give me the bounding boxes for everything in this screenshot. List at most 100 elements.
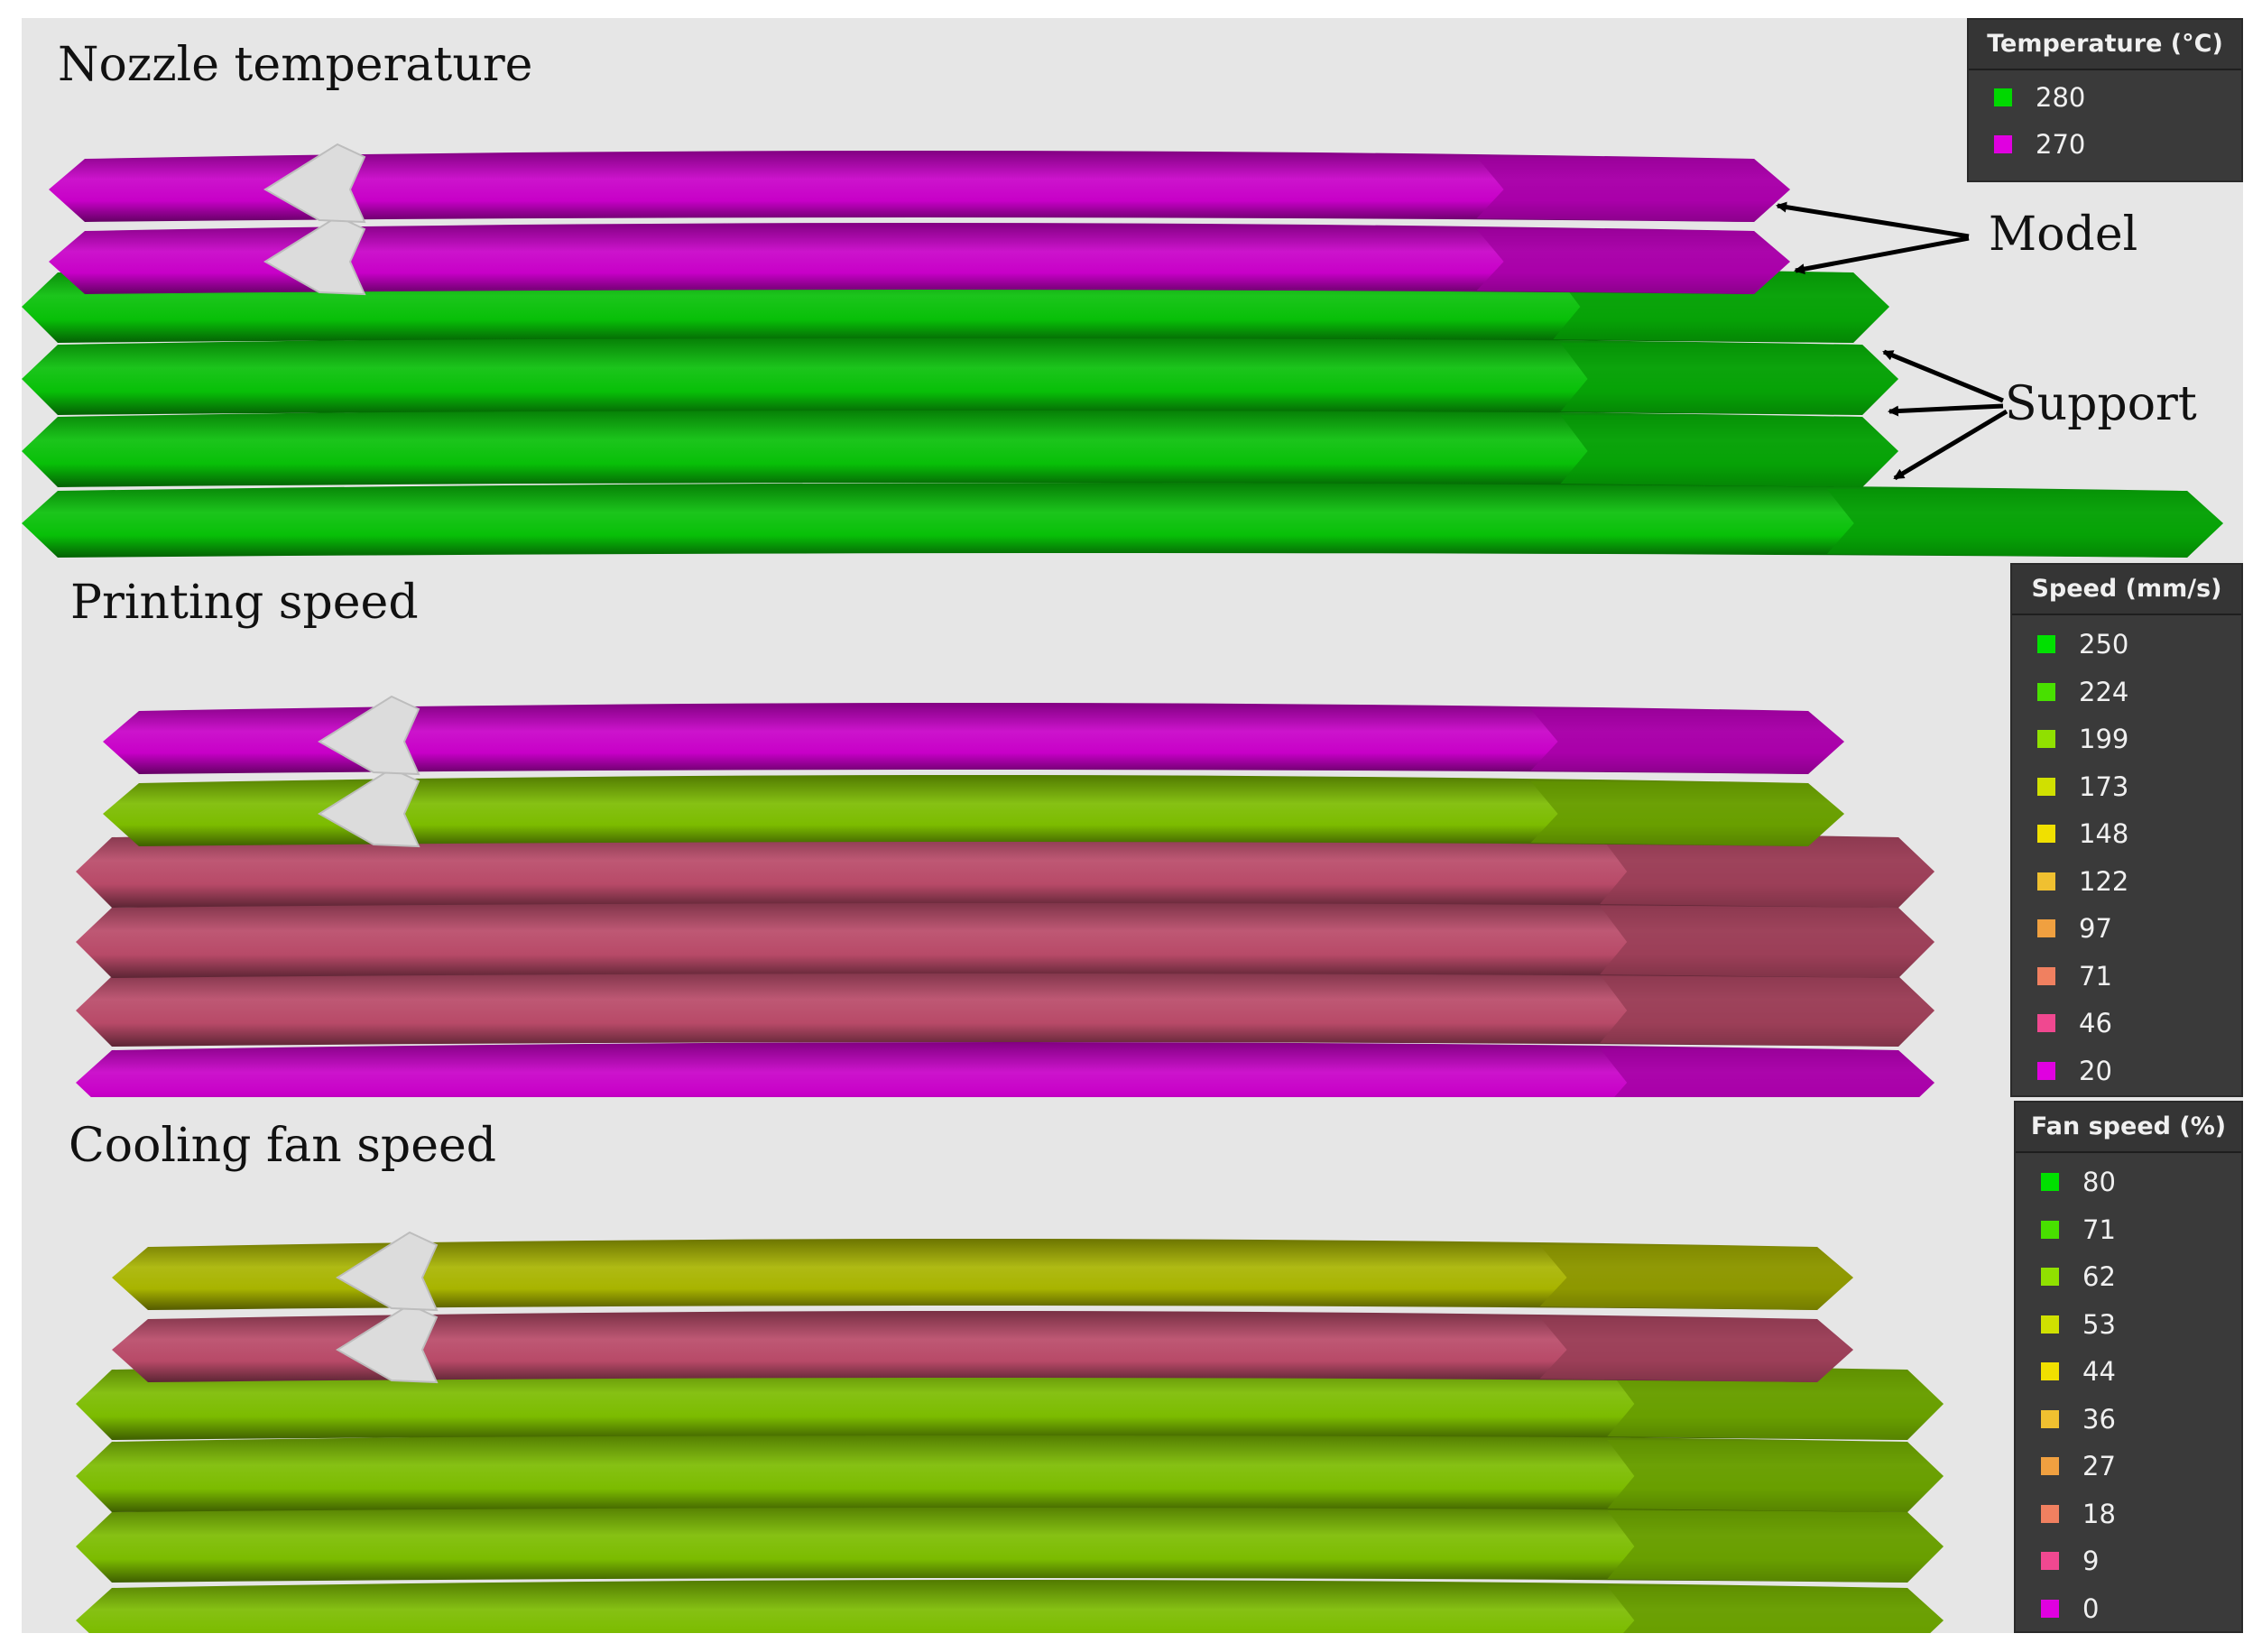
- legend-swatch: [1994, 135, 2012, 153]
- panel-title: Printing speed: [70, 576, 419, 630]
- legend-header: Fan speed (%): [2016, 1103, 2241, 1153]
- arrow-line: [1776, 201, 1970, 239]
- layer-strand: [76, 968, 1934, 1047]
- legend-swatch: [2041, 1268, 2059, 1286]
- layer-strand: [76, 1434, 1943, 1512]
- layer-strand-tail: [1530, 781, 1844, 846]
- seam-marker: [318, 695, 420, 776]
- layer-strand-tail: [1560, 343, 1898, 415]
- legend-item: 280: [1994, 79, 2085, 115]
- layer-strand-tail: [1539, 1245, 1853, 1310]
- legend-swatch: [2041, 1552, 2059, 1570]
- legend-item: 71: [2037, 958, 2112, 994]
- legend-swatch: [2037, 682, 2055, 701]
- layer-strand: [76, 1580, 1943, 1633]
- callout-support: Support: [2005, 377, 2197, 431]
- legend-swatch: [2041, 1173, 2059, 1191]
- legend-swatch: [2041, 1457, 2059, 1475]
- legend-item: 53: [2041, 1306, 2116, 1343]
- layer-strand: [76, 1361, 1943, 1440]
- layer-stack-fan: [76, 1231, 1943, 1633]
- legend-swatch: [2041, 1504, 2059, 1523]
- arrow-line: [1794, 235, 1970, 275]
- legend-item: 270: [1994, 126, 2085, 162]
- legend-swatch: [2041, 1362, 2059, 1380]
- legend-swatch: [2041, 1220, 2059, 1239]
- layer-strand-tail: [1600, 835, 1934, 908]
- legend-item: 18: [2041, 1496, 2116, 1532]
- legend-item: 250: [2037, 626, 2128, 662]
- legend-item: 62: [2041, 1259, 2116, 1295]
- legend-item: 173: [2037, 769, 2128, 805]
- panel-nozzle-temperature: Nozzle temperature Temperature (°C) 280 …: [22, 18, 2243, 559]
- panel-cooling-fan-speed: Cooling fan speed Fan speed (%) 80 71 62 53…: [22, 1097, 2243, 1633]
- legend-item: 80: [2041, 1164, 2116, 1200]
- legend-item: 0: [2041, 1591, 2099, 1627]
- legend-swatch: [2037, 730, 2055, 748]
- legend-item: 27: [2041, 1448, 2116, 1484]
- layer-strand: [103, 775, 1844, 846]
- callout-arrows: [1776, 201, 2008, 481]
- layer-stack-nozzle: [22, 143, 2223, 558]
- legend-swatch: [2037, 825, 2055, 843]
- layer-strand: [49, 151, 1790, 222]
- layer-strand-tail: [1539, 1317, 1853, 1382]
- legend-item: 71: [2041, 1212, 2116, 1248]
- legend-temperature: Temperature (°C) 280 270: [1967, 18, 2243, 182]
- layer-strand: [76, 829, 1934, 908]
- layer-strand-tail: [1530, 709, 1844, 774]
- legend-item: 199: [2037, 721, 2128, 757]
- panel-title: Cooling fan speed: [69, 1119, 497, 1173]
- layer-strand: [22, 483, 2223, 558]
- legend-item: 20: [2037, 1053, 2112, 1089]
- layer-strand-tail: [1560, 415, 1898, 487]
- legend-item: 97: [2037, 910, 2112, 946]
- layer-strand: [112, 1239, 1853, 1310]
- layer-strand-tail: [1607, 1440, 1943, 1512]
- legend-swatch: [2037, 1014, 2055, 1032]
- callout-model: Model: [1989, 208, 2138, 262]
- legend-swatch: [2041, 1599, 2059, 1618]
- legend-header: Temperature (°C): [1969, 20, 2241, 70]
- layer-strand: [112, 1311, 1853, 1382]
- seam-marker: [263, 143, 366, 224]
- legend-swatch: [1994, 88, 2012, 106]
- layer-strand: [76, 1042, 1934, 1097]
- layer-strand-tail: [1476, 229, 1790, 294]
- legend-item: 148: [2037, 816, 2128, 852]
- layer-strand-tail: [1826, 489, 2223, 558]
- legend-swatch: [2037, 1061, 2055, 1080]
- legend-item: 44: [2041, 1353, 2116, 1389]
- seam-marker: [336, 1231, 439, 1312]
- layer-strand: [22, 337, 1898, 415]
- panel-title: Nozzle temperature: [58, 38, 533, 92]
- layer-strand-tail: [1476, 157, 1790, 222]
- layer-strand: [22, 409, 1898, 487]
- arrow-line: [1882, 349, 2004, 403]
- layer-strand-tail: [1600, 906, 1934, 978]
- layer-strand: [76, 900, 1934, 978]
- legend-item: 9: [2041, 1543, 2099, 1579]
- layer-strand-tail: [1600, 1048, 1934, 1097]
- layer-strand: [76, 1504, 1943, 1583]
- legend-swatch: [2041, 1315, 2059, 1334]
- arrow-line: [1893, 409, 2008, 481]
- legend-item: 224: [2037, 674, 2128, 710]
- legend-swatch: [2037, 777, 2055, 796]
- layer-strand-tail: [1607, 1368, 1943, 1440]
- legend-fan-speed: Fan speed (%) 80 71 62 53 44 36 27 18 9 0: [2014, 1101, 2243, 1633]
- layer-strand-tail: [1600, 974, 1934, 1047]
- legend-item: 46: [2037, 1005, 2112, 1041]
- arrow-line: [1888, 403, 2004, 417]
- legend-item: 122: [2037, 863, 2128, 900]
- layer-strand-tail: [1607, 1586, 1943, 1633]
- legend-swatch: [2041, 1409, 2059, 1428]
- layer-strand: [103, 703, 1844, 774]
- legend-swatch: [2037, 635, 2055, 653]
- legend-swatch: [2037, 919, 2055, 937]
- legend-item: 36: [2041, 1401, 2116, 1437]
- layer-strand: [49, 223, 1790, 294]
- legend-swatch: [2037, 966, 2055, 985]
